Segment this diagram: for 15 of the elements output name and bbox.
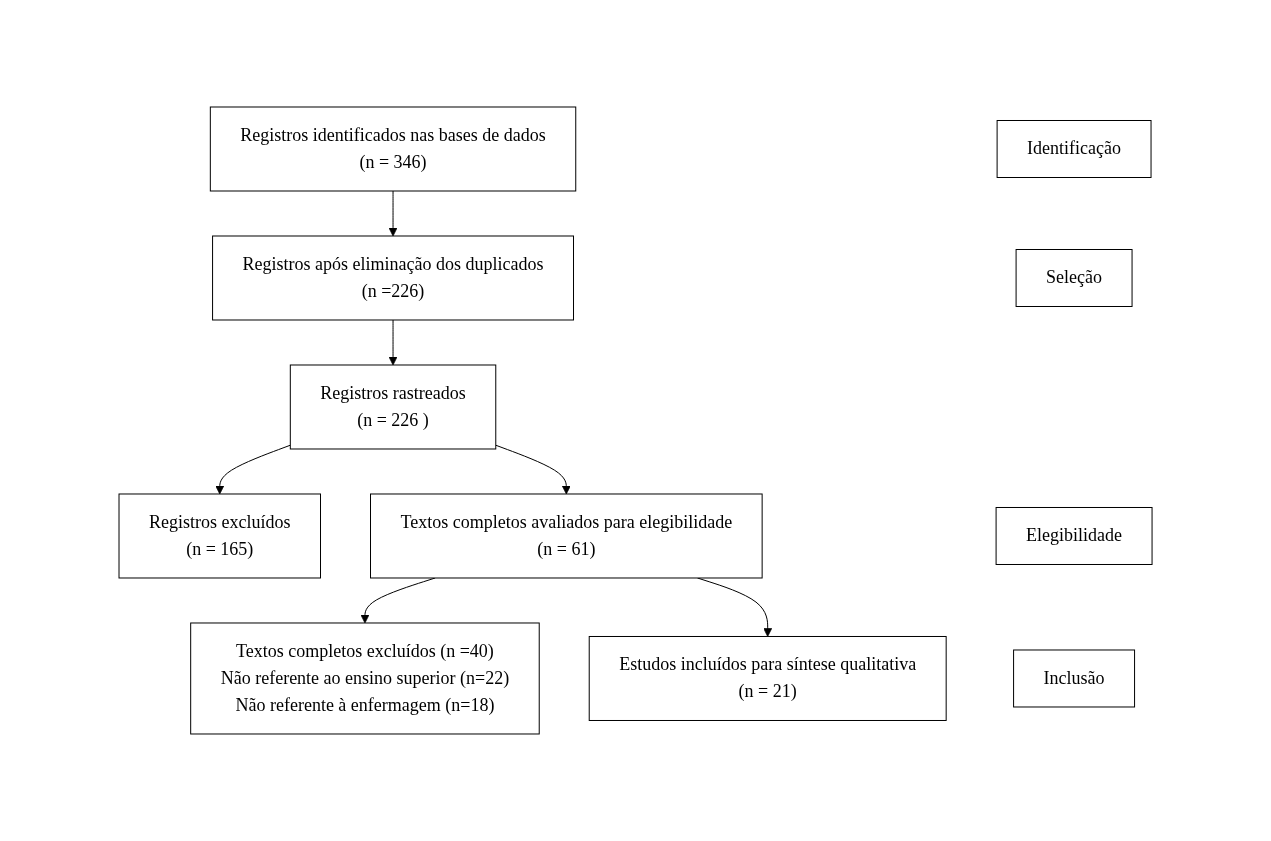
node-box: Seleção xyxy=(1015,249,1133,307)
arrow xyxy=(215,444,291,495)
node-box: Elegibilidade xyxy=(995,507,1153,565)
node-box: Textos completos excluídos (n =40) Não referente ao ensino superior (n=22) Não referente à enfermagem (n=18) xyxy=(190,622,540,735)
node-box: Registros identificados nas bases de dados (n = 346) xyxy=(209,106,577,192)
node-box: Textos completos avaliados para elegibilidade (n = 61) xyxy=(369,493,763,579)
node-box: Estudos incluídos para síntese qualitativa (n = 21) xyxy=(588,636,947,721)
arrow xyxy=(388,319,398,366)
node-box: Identificação xyxy=(996,120,1152,178)
node-box: Inclusão xyxy=(1013,649,1136,708)
arrow xyxy=(495,444,571,495)
node-box: Registros rastreados (n = 226 ) xyxy=(289,364,497,450)
node-box: Registros após eliminação dos duplicados (n =226) xyxy=(212,235,574,321)
arrow xyxy=(388,190,398,237)
node-box: Registros excluídos (n = 165) xyxy=(118,493,321,579)
